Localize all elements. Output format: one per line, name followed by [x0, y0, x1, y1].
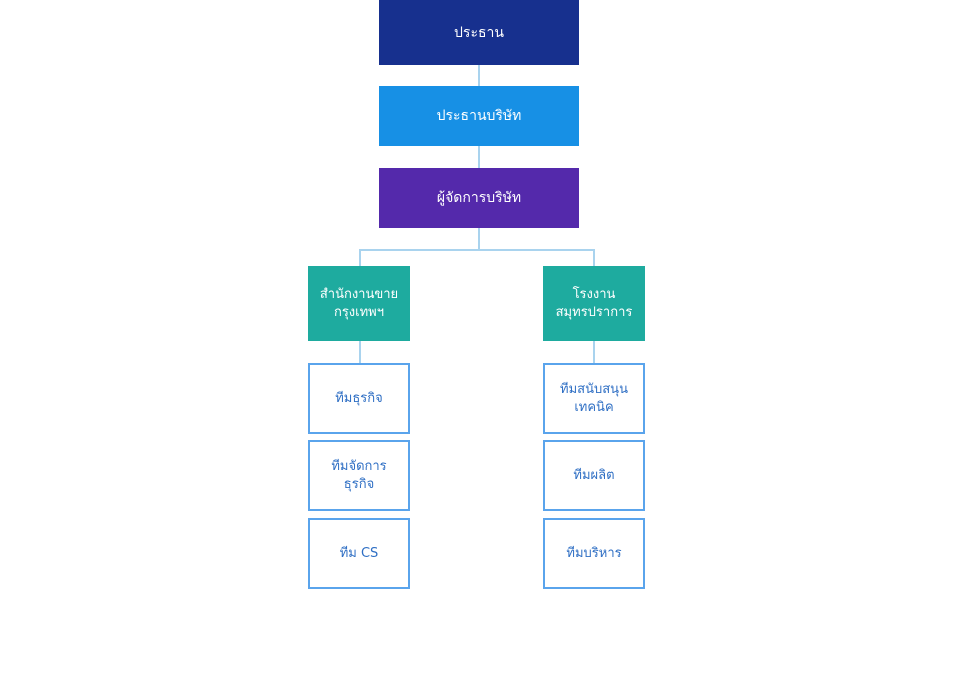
node-company-president-label: ประธานบริษัท: [436, 108, 522, 124]
connector-chairman-president: [478, 65, 480, 86]
connector-director-down: [478, 228, 480, 250]
node-team-production: ทีมผลิต: [543, 440, 645, 511]
node-managing-director: ผู้จัดการบริษัท: [379, 168, 579, 228]
node-factory: โรงงาน สมุทรปราการ: [543, 266, 645, 341]
node-team-business: ทีมธุรกิจ: [308, 363, 410, 434]
node-bangkok-office: สำนักงานขาย กรุงเทพฯ: [308, 266, 410, 341]
node-team-production-line1: ทีมผลิต: [573, 467, 615, 483]
connector-president-director: [478, 146, 480, 168]
node-chairman: ประธาน: [379, 0, 579, 65]
node-bangkok-office-line1: สำนักงานขาย: [319, 286, 399, 302]
connector-bar-bangkok: [359, 249, 361, 266]
connector-bar-factory: [593, 249, 595, 266]
node-team-business-line1: ทีมธุรกิจ: [335, 390, 383, 406]
node-team-cs-line1: ทีม CS: [339, 545, 379, 561]
connector-factory-teams: [593, 341, 595, 363]
node-chairman-label: ประธาน: [454, 24, 504, 41]
node-team-technical-support: ทีมสนับสนุน เทคนิค: [543, 363, 645, 434]
connector-bangkok-teams: [359, 341, 361, 363]
connector-horizontal-bar: [359, 249, 595, 251]
node-company-president: ประธานบริษัท: [379, 86, 579, 146]
node-team-business-management-line1: ทีมจัดการ: [331, 458, 387, 474]
node-team-technical-support-line1: ทีมสนับสนุน: [560, 381, 628, 397]
node-team-administration: ทีมบริหาร: [543, 518, 645, 589]
node-factory-line2: สมุทรปราการ: [555, 304, 633, 320]
node-managing-director-label: ผู้จัดการบริษัท: [436, 190, 522, 206]
node-factory-line1: โรงงาน: [572, 286, 616, 302]
node-bangkok-office-line2: กรุงเทพฯ: [333, 304, 385, 320]
node-team-business-management: ทีมจัดการ ธุรกิจ: [308, 440, 410, 511]
node-team-cs: ทีม CS: [308, 518, 410, 589]
node-team-administration-line1: ทีมบริหาร: [566, 545, 622, 561]
node-team-technical-support-line2: เทคนิค: [574, 399, 614, 415]
node-team-business-management-line2: ธุรกิจ: [343, 476, 375, 492]
